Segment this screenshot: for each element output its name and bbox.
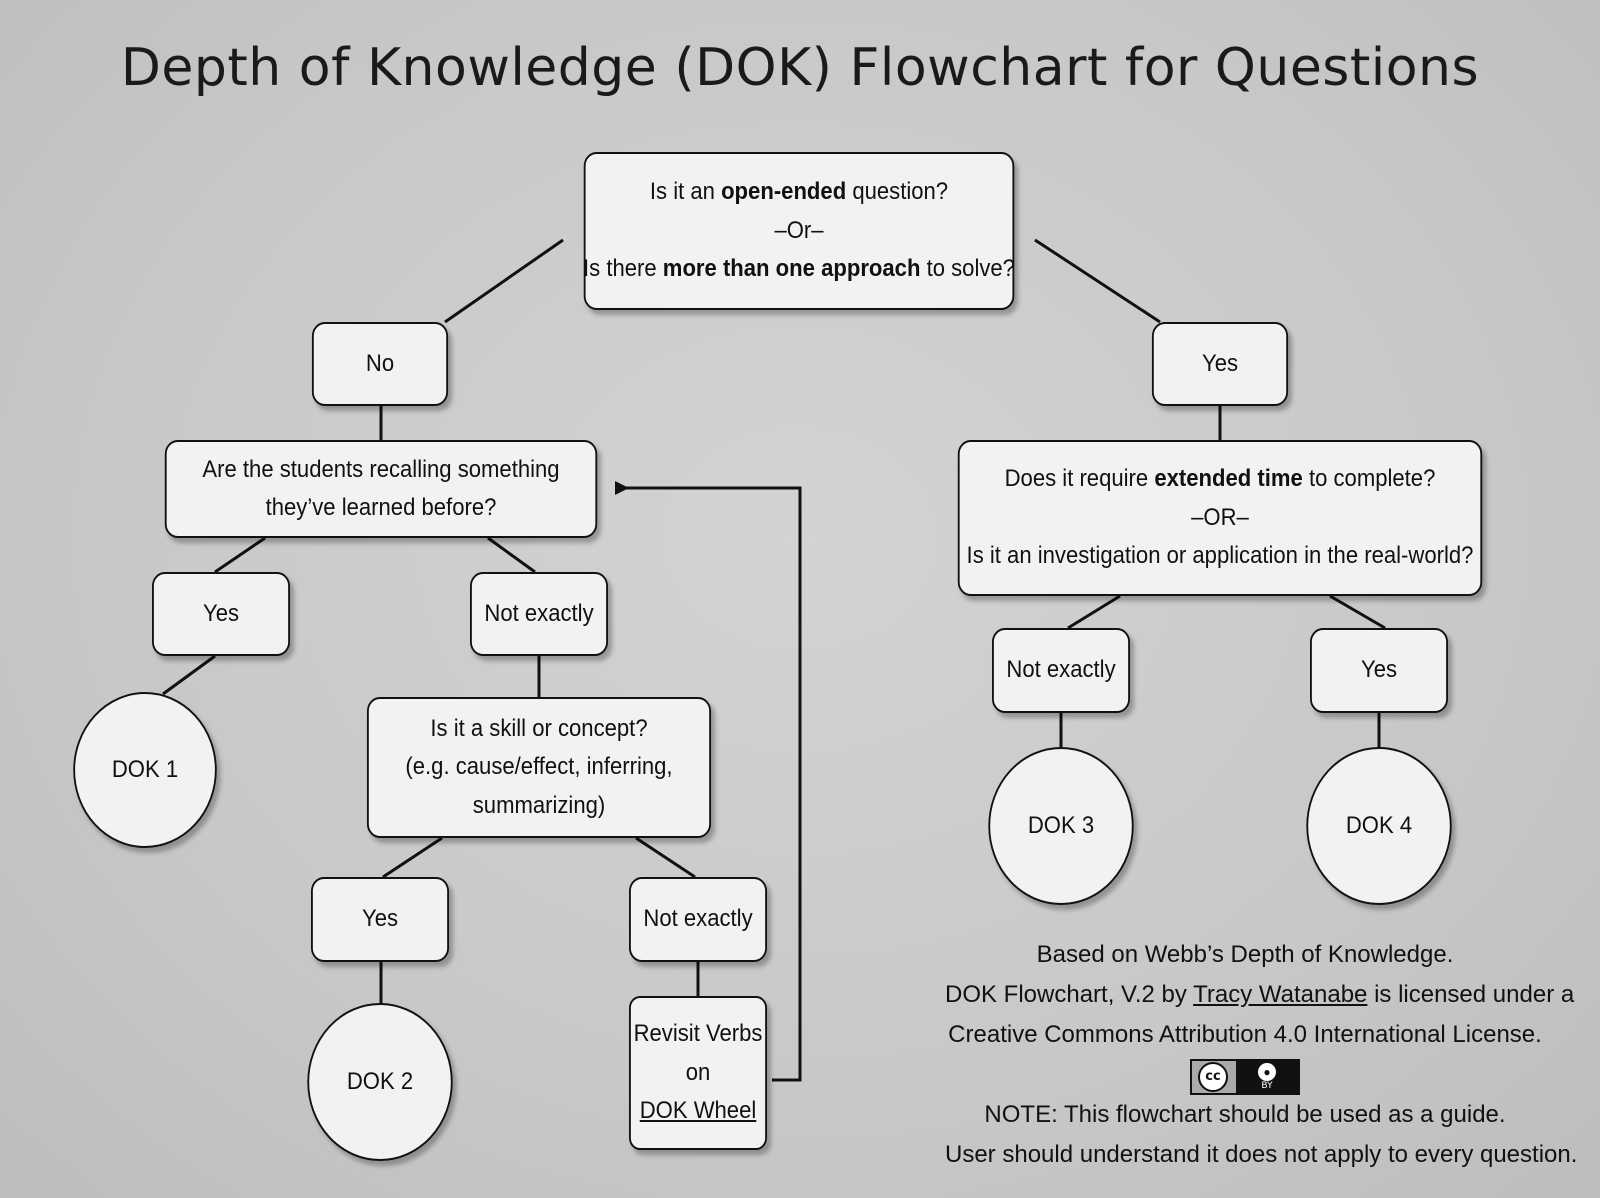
connector-skill-yes (382, 836, 443, 879)
node-dok-2: DOK 2 (307, 1003, 453, 1161)
extended-line-1: Does it require extended time to complet… (1004, 465, 1436, 493)
node-extended-time-question: Does it require extended time to complet… (957, 440, 1483, 596)
node-dok-3: DOK 3 (988, 747, 1134, 905)
node-skill-concept-question: Is it a skill or concept? (e.g. cause/ef… (366, 697, 712, 838)
footer-license-line: DOK Flowchart, V.2 by Tracy Watanabe is … (945, 981, 1575, 1008)
revisit-line-1: Revisit Verbs (633, 1020, 763, 1048)
node-recall-yes: Yes (152, 572, 290, 656)
root-line-3: Is there more than one approach to solve… (583, 255, 1015, 283)
connector-yes-dok1 (162, 654, 216, 696)
connector-root-no (444, 238, 564, 324)
root-line-1: Is it an open-ended question? (649, 178, 949, 206)
node-skill-yes: Yes (311, 877, 449, 962)
cc-by-label: BY (1261, 1081, 1273, 1091)
connector-extended-notexactly (1067, 594, 1121, 630)
node-recall-question: Are the students recalling something the… (164, 440, 598, 538)
skill-line-1: Is it a skill or concept? (430, 714, 648, 742)
node-dok-1: DOK 1 (73, 692, 217, 848)
loop-back-arrow (615, 481, 802, 1082)
page-title: Depth of Knowledge (DOK) Flowchart for Q… (120, 38, 1480, 98)
footer-credits: Based on Webb’s Depth of Knowledge. DOK … (945, 935, 1578, 1175)
revisit-line-2: on (685, 1058, 711, 1086)
connector-root-yes (1034, 238, 1161, 324)
node-extended-not-exactly: Not exactly (992, 628, 1130, 713)
node-skill-not-exactly: Not exactly (629, 877, 767, 962)
recall-line-2: they’ve learned before? (265, 494, 497, 521)
connector-recall-yes (214, 536, 266, 574)
footer-license-name: Creative Commons Attribution 4.0 Interna… (948, 1021, 1542, 1048)
dok-wheel-link[interactable]: DOK Wheel (639, 1097, 757, 1125)
connector-recall-notexactly (487, 536, 536, 574)
skill-line-3: summarizing) (472, 791, 606, 819)
author-link[interactable]: Tracy Watanabe (1193, 981, 1368, 1008)
connector-extended-yes (1329, 594, 1386, 630)
footer-note-2: User should understand it does not apply… (945, 1141, 1578, 1168)
cc-by-badge-icon[interactable]: cc ● BY (1190, 1059, 1300, 1095)
footer-based-on: Based on Webb’s Depth of Knowledge. (1036, 941, 1454, 968)
footer-note-1: NOTE: This flowchart should be used as a… (984, 1101, 1506, 1128)
node-revisit-verbs: Revisit Verbs on DOK Wheel (629, 996, 767, 1150)
connector-skill-notexactly (635, 836, 696, 879)
node-no: No (311, 322, 449, 406)
root-line-2: –Or– (774, 216, 824, 244)
node-open-ended-question: Is it an open-ended question? –Or– Is th… (583, 152, 1015, 310)
node-extended-yes: Yes (1310, 628, 1448, 713)
node-yes-top: Yes (1151, 322, 1289, 406)
node-dok-4: DOK 4 (1306, 747, 1452, 905)
attribution-person-icon: ● (1258, 1063, 1276, 1081)
recall-line-1: Are the students recalling something (202, 455, 560, 483)
extended-line-2: –OR– (1191, 503, 1249, 531)
skill-line-2: (e.g. cause/effect, inferring, (405, 753, 673, 781)
extended-line-3: Is it an investigation or application in… (966, 542, 1474, 570)
cc-icon: cc (1198, 1062, 1228, 1092)
node-recall-not-exactly: Not exactly (470, 572, 608, 656)
